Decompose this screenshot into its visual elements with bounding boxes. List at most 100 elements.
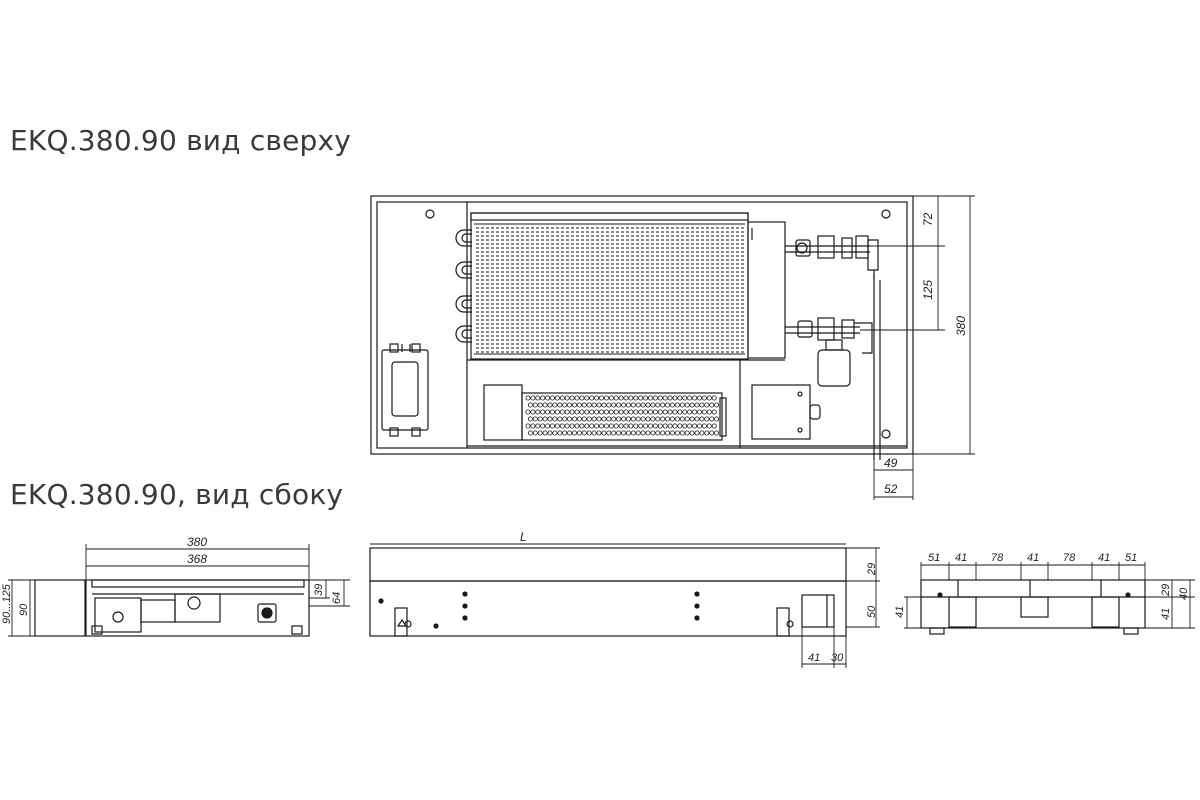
grille-hole [552,430,558,436]
outlet-opening [801,594,835,628]
grille-hole [665,402,671,408]
grille-hole [572,416,578,422]
grille-hole [594,423,600,429]
grille-hole [618,409,624,415]
grille-hole [547,430,553,436]
dim-125: 125 [921,280,935,300]
grille-hole [542,416,548,422]
mount-hole [425,209,435,219]
grille-hole [579,395,585,401]
control-box [751,384,821,440]
outlet-opening [948,596,977,628]
grille-hole [679,416,685,422]
grille-hole [535,395,541,401]
grille-hole [635,402,641,408]
grille-hole [662,409,668,415]
grille-hole [625,402,631,408]
grille-hole [537,416,543,422]
grille-hole [525,395,531,401]
grille-hole [623,423,629,429]
grille-hole [694,416,700,422]
grille-hole [645,402,651,408]
grille-hole [640,416,646,422]
grille-hole [616,402,622,408]
grille-hole [601,430,607,436]
grille-hole [525,423,531,429]
grille-hole [594,409,600,415]
grille-hole [572,402,578,408]
grille-hole [525,409,531,415]
grille-hole [601,416,607,422]
grille-hole [569,423,575,429]
grille-hole [581,402,587,408]
grille-hole [687,409,693,415]
grille-hole [628,395,634,401]
grille-hole [532,402,538,408]
grille-hole [665,430,671,436]
grille-hole [616,430,622,436]
grille-hole [687,395,693,401]
top-view-title: EKQ.380.90 вид сверху [10,124,352,157]
dim-368: 368 [187,552,207,566]
grille-hole [608,409,614,415]
grille-hole [679,430,685,436]
grille-hole [701,409,707,415]
grille-hole [567,416,573,422]
fan-grille [525,395,720,436]
end-width-label: 78 [991,552,1004,564]
grille-hole [569,395,575,401]
grille-hole [657,423,663,429]
heat-exchanger-fins [476,227,745,353]
grille-hole [584,409,590,415]
grille-hole [613,395,619,401]
grille-hole [611,430,617,436]
grille-hole [670,416,676,422]
dim-39: 39 [313,584,325,596]
grille-hole [667,409,673,415]
grille-hole [657,395,663,401]
grille-hole [594,395,600,401]
dim-L: L [520,530,527,544]
grille-hole [633,409,639,415]
grille-hole [709,430,715,436]
grille-hole [667,423,673,429]
grille-hole [572,430,578,436]
grille-hole [613,423,619,429]
grille-hole [576,402,582,408]
dim-29-long: 29 [866,563,878,576]
grille-hole [670,402,676,408]
grille-hole [682,423,688,429]
grille-hole [547,402,553,408]
grille-hole [554,395,560,401]
mount-hole [881,209,891,219]
grille-hole [711,409,717,415]
junction-box [381,343,429,437]
grille-hole [630,416,636,422]
grille-hole [564,423,570,429]
grille-hole [643,395,649,401]
grille-hole [576,430,582,436]
grille-hole [682,395,688,401]
grille-hole [689,416,695,422]
leveling-foot-left [394,607,412,637]
grille-hole [638,423,644,429]
dim-90: 90 [18,603,30,616]
grille-hole [591,430,597,436]
grille-hole [562,416,568,422]
dim-72: 72 [921,212,935,226]
housing-outer-frame [370,195,914,455]
grille-hole [645,416,651,422]
grille-hole [635,430,641,436]
grille-hole [697,423,703,429]
grille-hole [665,416,671,422]
grille-hole [540,409,546,415]
grille-hole [648,395,654,401]
grille-hole [697,395,703,401]
floor-level-block [34,579,86,637]
grille-hole [562,402,568,408]
long-side-view: L 29 50 41 30 [369,530,880,668]
top-view-dimensions [860,195,975,500]
grille-hole [711,423,717,429]
dim-64: 64 [331,592,343,604]
grille-hole [584,395,590,401]
